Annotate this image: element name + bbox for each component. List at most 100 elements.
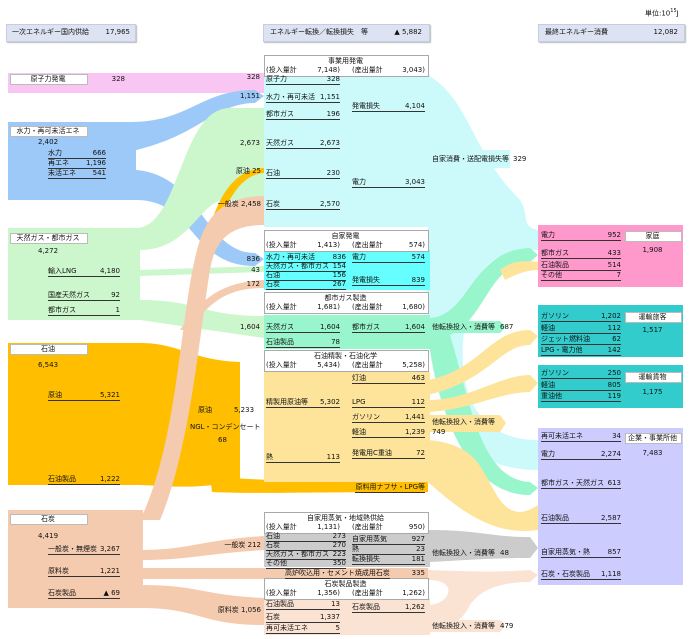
- refinery-output-label: 軽油: [352, 428, 366, 436]
- hydro-item-value: 666: [92, 149, 106, 157]
- steam_heat-output-label: 自家用蒸気: [352, 535, 387, 543]
- business-item-value: 1,118: [600, 570, 621, 578]
- refinery-output-value: 72: [416, 449, 425, 457]
- passenger-item-value: 62: [612, 335, 621, 343]
- coal-to-utility-flow: [140, 196, 264, 520]
- other-48-label: 他転換投入・消費等: [432, 549, 495, 557]
- steam-to-business-flow: [428, 530, 538, 562]
- autoproducer-input-total-label: (投入量計: [266, 241, 297, 249]
- passenger-label: 運輸旅客: [638, 313, 667, 321]
- town-gas-output-flow: [428, 248, 538, 495]
- utility_power-output-underline: [352, 111, 425, 112]
- gas-item-value: 4,180: [99, 267, 120, 275]
- hydro-item-label: 再エネ: [48, 159, 69, 167]
- autoproducer-input-value: 156: [332, 271, 346, 279]
- freight-item-underline: [541, 401, 621, 402]
- business-item-label: 都市ガス・天然ガス: [541, 479, 604, 487]
- nuclear-source-box: [10, 74, 88, 85]
- oil-source-box: [10, 344, 88, 355]
- business-item-label: 石油製品: [541, 514, 569, 522]
- oil-item-underline: [48, 484, 120, 485]
- utility_power-input-underline: [266, 178, 340, 179]
- flow-ngl-label: NGL・コンデンセート: [190, 423, 261, 431]
- flow-ngl-68: 68: [218, 436, 227, 444]
- freight-item-value: 805: [607, 381, 621, 389]
- coal-item-value: ▲ 69: [103, 589, 120, 597]
- utility_power-input-underline: [266, 102, 340, 103]
- town_gas-input-label: 天然ガス: [266, 323, 294, 331]
- utility_power-input-underline: [266, 119, 340, 120]
- flow-crude-label: 原油: [198, 406, 212, 414]
- freight-tag-box: [625, 372, 682, 383]
- town_gas-input-total-label: (投入量計: [266, 303, 297, 311]
- autoproducer-input-underline: [266, 280, 346, 281]
- coal-source-label: 石炭: [41, 515, 55, 523]
- other-687-value: 687: [500, 323, 514, 331]
- steam_heat-input-value: 350: [332, 559, 346, 567]
- autoproducer-output-underline: [352, 285, 425, 286]
- utility-power-area: [264, 75, 430, 227]
- passenger-item-label: ガソリン: [541, 312, 569, 320]
- coal-item-underline: [48, 554, 120, 555]
- coal_products-input-label: 石炭: [266, 613, 280, 621]
- freight-item-value: 250: [607, 369, 621, 377]
- steam_heat-output-label: 転換損失: [352, 555, 380, 563]
- utility_power-input-total-label: (投入量計: [266, 66, 297, 74]
- coal_products-output-value: 1,262: [404, 603, 425, 611]
- autoproducer-output-label: 発電損失: [352, 276, 380, 284]
- refinery-output-underline: [352, 383, 425, 384]
- autoproducer-box: [264, 230, 429, 252]
- utility_power-input-label: 石油: [266, 169, 280, 177]
- household-label: 家庭: [645, 232, 660, 240]
- freight-label: 運輸貨物: [638, 373, 667, 381]
- passenger-item-value: 142: [607, 346, 621, 354]
- utility_power-output-value: 4,104: [404, 102, 425, 110]
- final-consumption-header: [538, 24, 685, 42]
- passenger-item-value: 1,202: [600, 312, 621, 320]
- oil-block: [8, 343, 143, 485]
- coal_products-input-label: 再可未活エネ: [266, 624, 308, 632]
- steam_heat-input-value: 270: [332, 541, 346, 549]
- refinery-to-freight-flow: [428, 375, 538, 412]
- flow-gas-1604: 1,604: [239, 323, 260, 331]
- conversion-value: ▲ 5,882: [394, 28, 422, 36]
- other-48-value: 48: [500, 549, 509, 557]
- coal-item-underline: [48, 598, 120, 599]
- steam_heat-input-label: 石炭: [266, 541, 280, 549]
- household-item-value: 433: [607, 249, 621, 257]
- flow-nuclear-328: 328: [246, 73, 260, 81]
- refinery-to-household-flow: [500, 261, 538, 280]
- steam_heat-input-label: 天然ガス・都市ガス: [266, 550, 329, 558]
- coal-item-underline: [48, 576, 120, 577]
- passenger-item-value: 112: [607, 324, 621, 332]
- hydro-item-underline: [48, 158, 106, 159]
- freight-item-value: 119: [607, 392, 621, 400]
- autoproducer-input-value: 836: [332, 253, 346, 261]
- final-consumption-value: 12,082: [653, 28, 679, 36]
- steam_heat-output-value: 181: [411, 555, 425, 563]
- flow-coking-coal-1056: 原料炭 1,056: [217, 606, 261, 614]
- refinery-output-label: ガソリン: [352, 413, 380, 421]
- steam_heat-input-underline: [266, 559, 346, 560]
- utility_power-box: [264, 55, 429, 77]
- other-687-label: 他転換投入・消費等: [432, 323, 495, 331]
- autoproducer-title: 自家発電: [331, 232, 360, 240]
- autoproducer-output-value: 574: [411, 253, 425, 261]
- steam-heat-area: [264, 530, 430, 567]
- business-item-label: 自家用蒸気・熱: [541, 548, 590, 556]
- primary-supply-header: [6, 24, 136, 42]
- other-749-label: 他転換投入・消費等: [432, 418, 495, 426]
- utility_power-input-underline: [266, 148, 340, 149]
- freight-total: 1,175: [642, 388, 663, 396]
- gas-item-value: 1: [115, 306, 120, 314]
- autoproducer-input-label: 石炭: [266, 280, 280, 288]
- steam_heat-input-underline: [266, 550, 346, 551]
- refinery-area: [264, 372, 430, 482]
- oil-item-underline: [48, 400, 120, 401]
- coal_products-output-underline: [352, 612, 425, 613]
- oil-total: 6,543: [38, 361, 59, 369]
- refinery-output-value: 1,239: [404, 428, 425, 436]
- coal-item-label: 石炭製品: [48, 589, 76, 597]
- refinery-input-underline: [266, 407, 340, 408]
- gas-item-label: 輸入LNG: [48, 267, 77, 275]
